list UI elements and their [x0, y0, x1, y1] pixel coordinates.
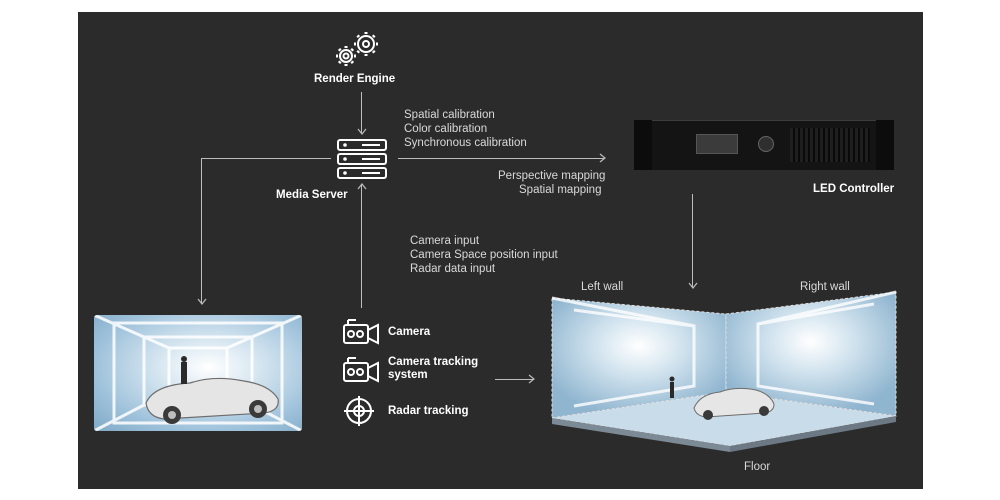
- arrow-up-icon: [357, 183, 367, 190]
- led-controller-device: [634, 120, 894, 170]
- car-graphic: [145, 377, 279, 424]
- mapping-item: Spatial mapping: [519, 184, 602, 196]
- controller-vent: [790, 128, 870, 162]
- camera-icon: [343, 319, 379, 345]
- calibration-item: Spatial calibration: [404, 109, 495, 121]
- controller-ear-left: [634, 120, 652, 170]
- camera-tracking-icon: [343, 357, 379, 383]
- arrow-right-icon: [599, 153, 606, 163]
- stage-person-graphic: [670, 382, 674, 398]
- input-item: Radar data input: [410, 263, 496, 275]
- calibration-item: Synchronous calibration: [404, 137, 527, 149]
- person-graphic: [181, 356, 187, 384]
- radar-tracking-label: Radar tracking: [388, 405, 469, 417]
- right-wall-label: Right wall: [800, 281, 850, 293]
- led-stage-graphic: [551, 290, 897, 452]
- input-item: Camera input: [410, 235, 480, 247]
- input-item: Camera Space position input: [410, 249, 558, 261]
- render-to-server-line: [361, 92, 362, 134]
- radar-icon: [344, 396, 374, 426]
- diagram-canvas: Render Engine Media Server Spatial calib…: [78, 12, 923, 489]
- controller-to-stage-line: [692, 194, 693, 288]
- camera-label: Camera: [388, 326, 431, 338]
- floor-label: Floor: [744, 461, 771, 473]
- controller-ear-right: [876, 120, 894, 170]
- mapping-item: Perspective mapping: [498, 170, 606, 182]
- camera-tracking-label: Camera tracking: [388, 356, 479, 368]
- server-to-output-line-v: [201, 158, 202, 304]
- composite-output-image: [94, 315, 302, 431]
- led-controller-label: LED Controller: [813, 183, 895, 195]
- controller-knob: [758, 136, 774, 152]
- gears-icon: [336, 32, 378, 66]
- left-wall-label: Left wall: [581, 281, 624, 293]
- inputs-to-server-line: [361, 184, 362, 308]
- render-engine-label: Render Engine: [314, 73, 396, 85]
- arrow-right-icon: [528, 374, 535, 384]
- stage-car-graphic: [693, 387, 775, 420]
- media-server-label: Media Server: [276, 189, 348, 201]
- arrow-down-icon: [688, 282, 698, 289]
- arrow-down-icon: [197, 298, 207, 305]
- camera-tracking-label-2: system: [388, 369, 428, 381]
- devices-to-stage-line: [495, 379, 533, 380]
- controller-display: [696, 134, 738, 154]
- tunnel-graphic: [94, 315, 302, 431]
- calibration-item: Color calibration: [404, 123, 488, 135]
- arrow-down-icon: [357, 128, 367, 135]
- server-to-output-line-h: [201, 158, 331, 159]
- server-icon: [337, 139, 387, 179]
- server-to-controller-line: [398, 158, 604, 159]
